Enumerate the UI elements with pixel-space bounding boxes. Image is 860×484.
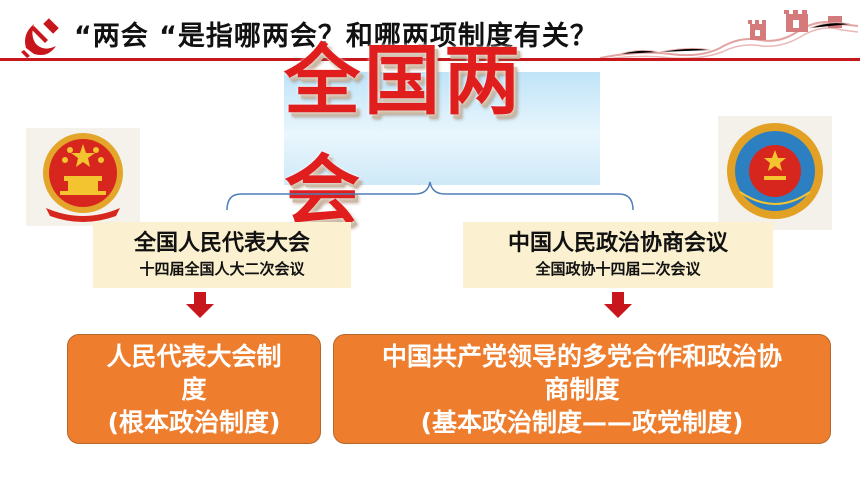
npc-name: 全国人民代表大会: [133, 230, 310, 256]
npc-session: 十四届全国人大二次会议: [139, 260, 305, 278]
cppcc-system-line: 中国共产党领导的多党合作和政治协: [381, 341, 782, 371]
title-banner: 全国两会: [284, 36, 600, 235]
great-wall-decoration: [600, 10, 858, 60]
hammer-sickle-icon: [21, 18, 59, 58]
npc-system-box: 人民代表大会制 度 (根本政治制度): [67, 334, 321, 444]
banner-text: 全国两会: [284, 35, 524, 235]
cppcc-system-line: 商制度: [544, 374, 620, 404]
npc-system-line: (根本政治制度): [107, 407, 281, 437]
cppcc-name: 中国人民政治协商会议: [507, 230, 728, 256]
cppcc-emblem-icon: [718, 116, 832, 230]
npc-system-line: 人民代表大会制: [106, 341, 282, 371]
down-arrow-icon: [186, 292, 214, 318]
cppcc-system-box: 中国共产党领导的多党合作和政治协 商制度 (基本政治制度——政党制度): [333, 334, 831, 444]
cppcc-label: 中国人民政治协商会议 全国政协十四届二次会议: [463, 222, 773, 288]
national-emblem-icon: [26, 128, 140, 226]
cppcc-system-line: (基本政治制度——政党制度): [420, 407, 744, 437]
cppcc-session: 全国政协十四届二次会议: [535, 260, 701, 278]
down-arrow-icon: [604, 292, 632, 318]
npc-system-line: 度: [181, 374, 207, 404]
page-title: “两会 “是指哪两会？和哪两项制度有关？: [74, 21, 598, 52]
header-divider: [0, 58, 860, 61]
npc-label: 全国人民代表大会 十四届全国人大二次会议: [93, 222, 351, 288]
brace-connector: [226, 181, 634, 211]
